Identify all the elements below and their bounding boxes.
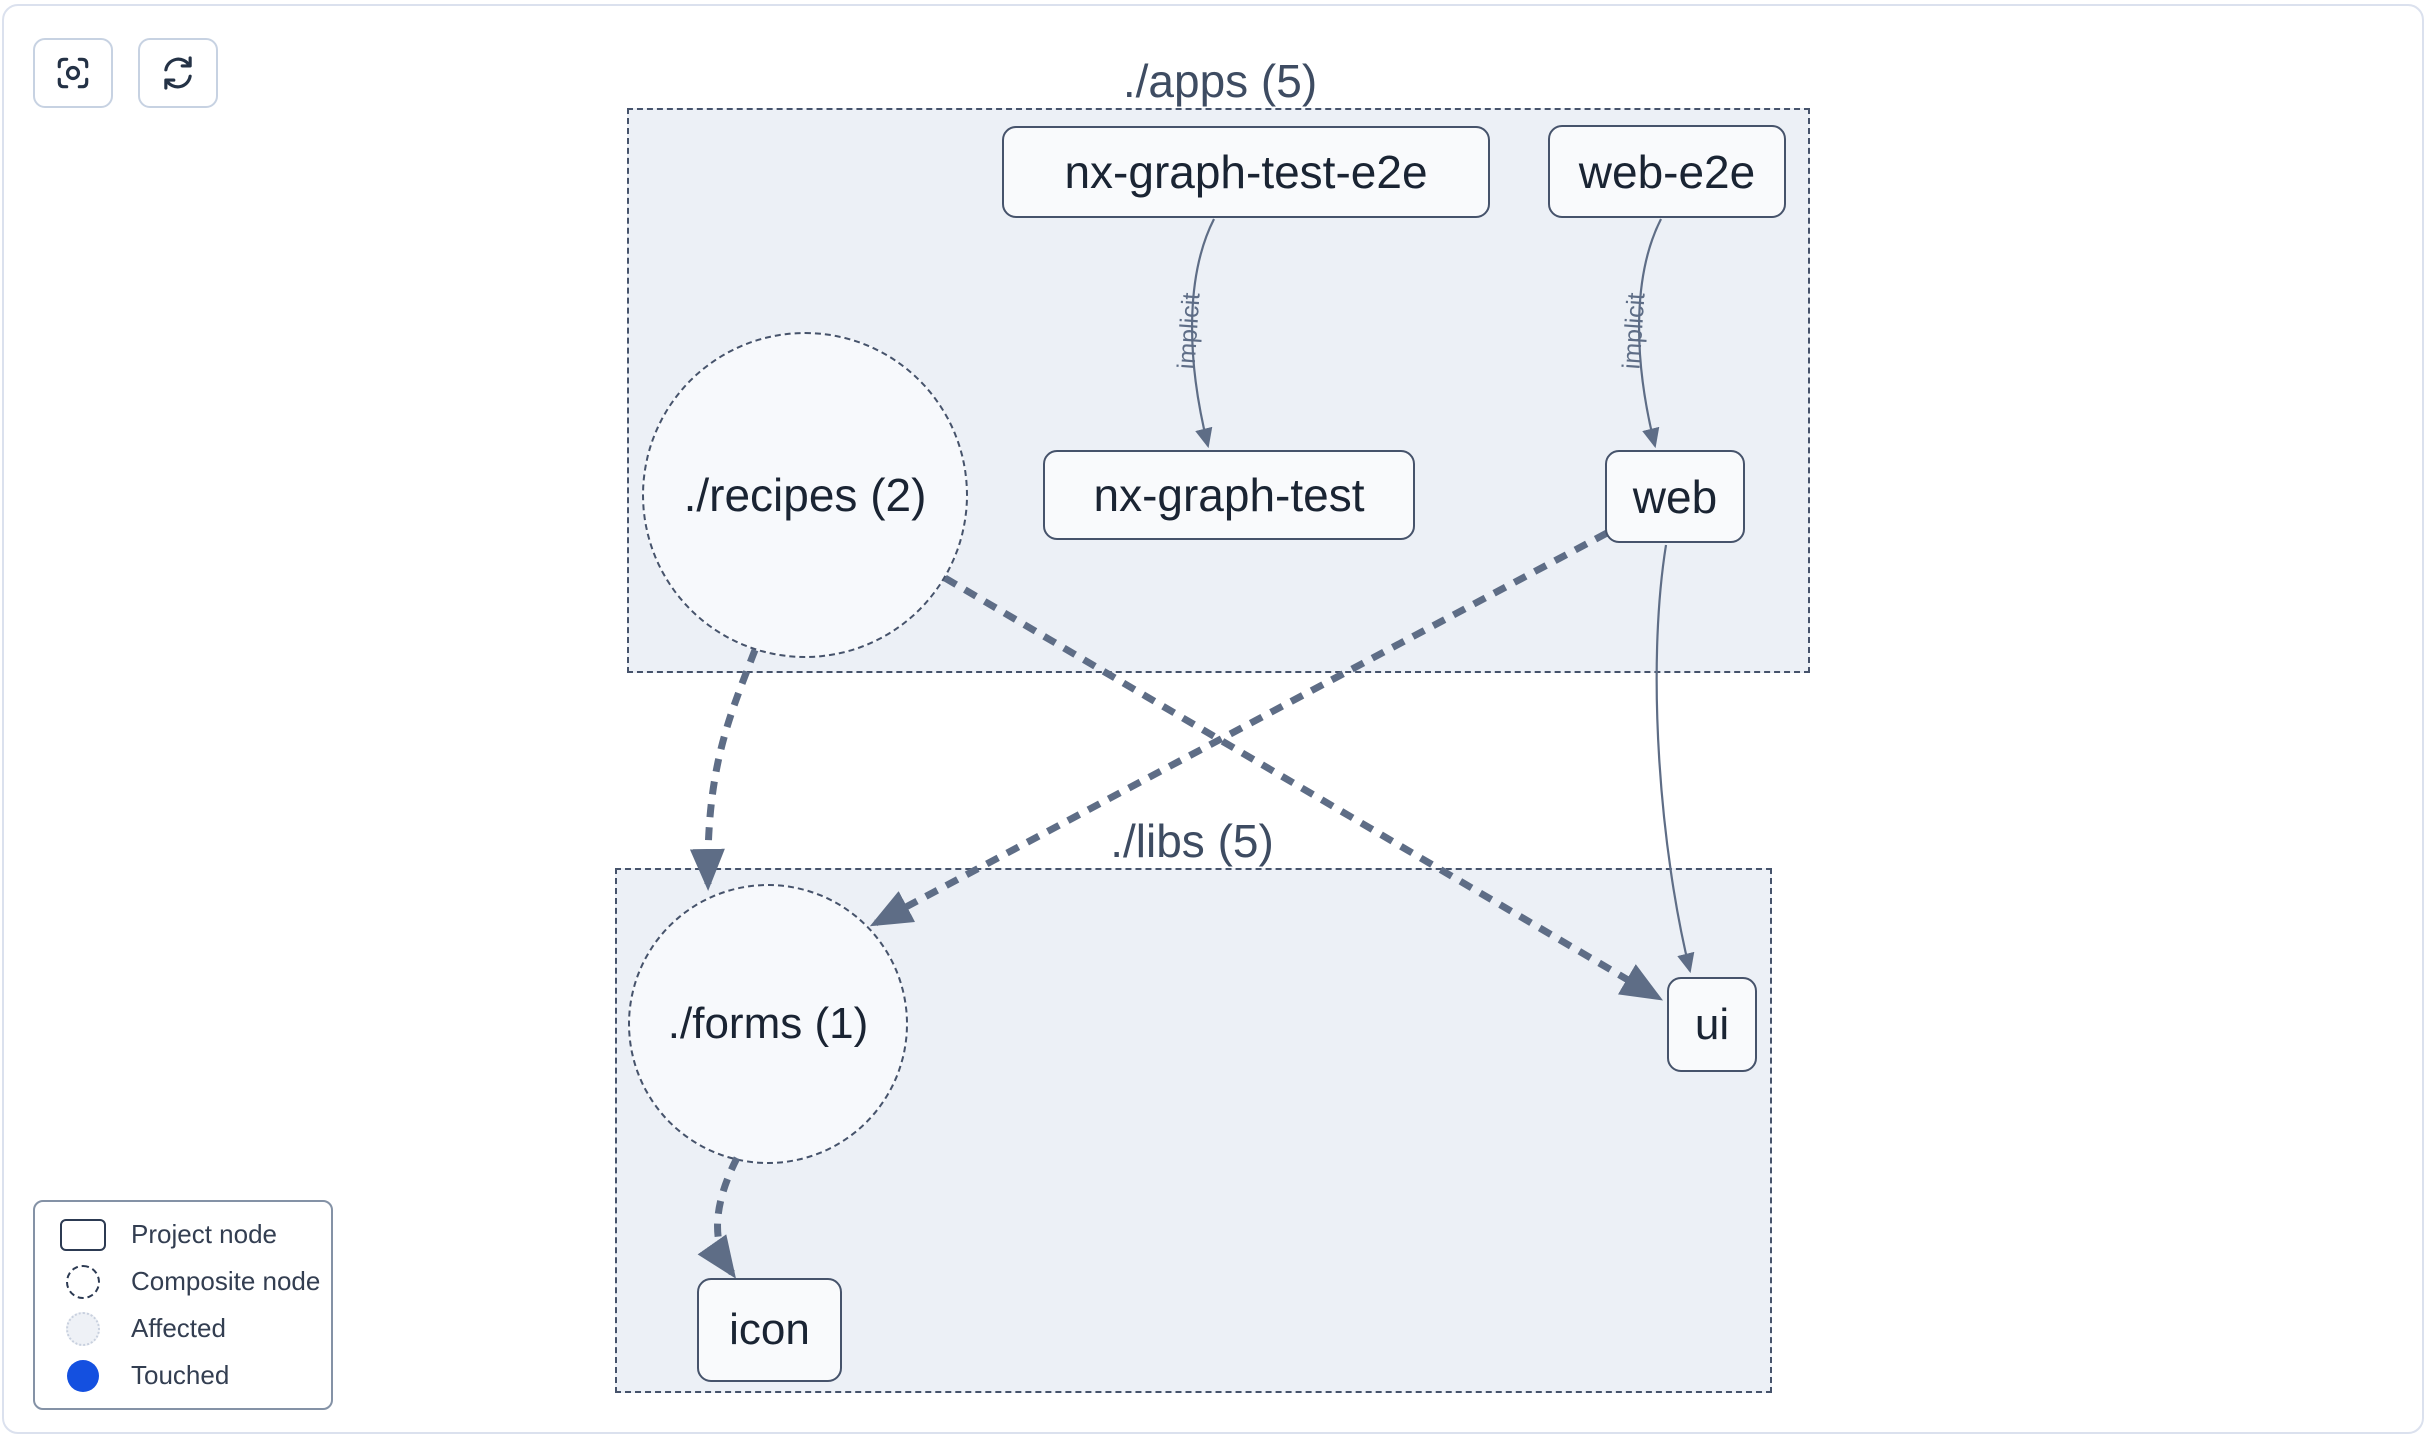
focus-icon [54, 54, 92, 92]
legend-row-touched: Touched [35, 1352, 331, 1399]
composite-node-forms-label: ./forms (1) [667, 999, 869, 1048]
legend-row-project-node: Project node [35, 1211, 331, 1258]
composite-node-recipes-label: ./recipes (2) [683, 469, 927, 521]
group-libs-title: ./libs (5) [1110, 815, 1274, 867]
project-node-web-e2e-label: web-e2e [1578, 145, 1756, 198]
legend-row-composite-node: Composite node [35, 1258, 331, 1305]
legend-row-affected: Affected [35, 1305, 331, 1352]
project-node-swatch [60, 1218, 106, 1251]
touched-swatch [67, 1359, 99, 1392]
composite-node-swatch [66, 1264, 100, 1299]
project-node-ui-label: ui [1694, 999, 1730, 1049]
legend-label-composite-node: Composite node [131, 1266, 321, 1296]
project-node-ui[interactable]: ui [1667, 977, 1757, 1072]
edge-web-to-forms[interactable] [869, 529, 1609, 927]
focus-button[interactable] [33, 38, 113, 108]
legend-label-project-node: Project node [131, 1219, 277, 1249]
legend-label-affected: Affected [131, 1313, 226, 1343]
project-node-web[interactable]: web [1605, 450, 1745, 543]
refresh-icon [159, 54, 197, 92]
legend: Project node Composite node Affected Tou… [33, 1200, 333, 1410]
edge-recipes-to-forms[interactable] [689, 648, 759, 891]
project-node-web-label: web [1632, 470, 1718, 523]
project-node-web-e2e[interactable]: web-e2e [1548, 125, 1786, 218]
project-node-nx-graph-test-e2e[interactable]: nx-graph-test-e2e [1002, 126, 1490, 218]
project-node-icon-label: icon [729, 1305, 810, 1354]
affected-swatch [66, 1311, 100, 1346]
edge-web-e2e-to-web[interactable] [1637, 218, 1662, 449]
composite-node-forms[interactable]: ./forms (1) [628, 884, 908, 1164]
legend-label-touched: Touched [131, 1360, 230, 1390]
group-apps-title: ./apps (5) [1122, 55, 1318, 107]
project-node-nx-graph-test-e2e-label: nx-graph-test-e2e [1064, 146, 1428, 198]
refresh-button[interactable] [138, 38, 218, 108]
edge-web-to-ui[interactable] [1655, 544, 1695, 974]
project-node-nx-graph-test-label: nx-graph-test [1093, 469, 1365, 521]
project-node-nx-graph-test[interactable]: nx-graph-test [1043, 450, 1415, 540]
composite-node-recipes[interactable]: ./recipes (2) [642, 332, 968, 658]
edge-nx-graph-test-e2e-to-nx-graph-test[interactable] [1190, 218, 1215, 449]
project-node-icon[interactable]: icon [697, 1278, 842, 1382]
